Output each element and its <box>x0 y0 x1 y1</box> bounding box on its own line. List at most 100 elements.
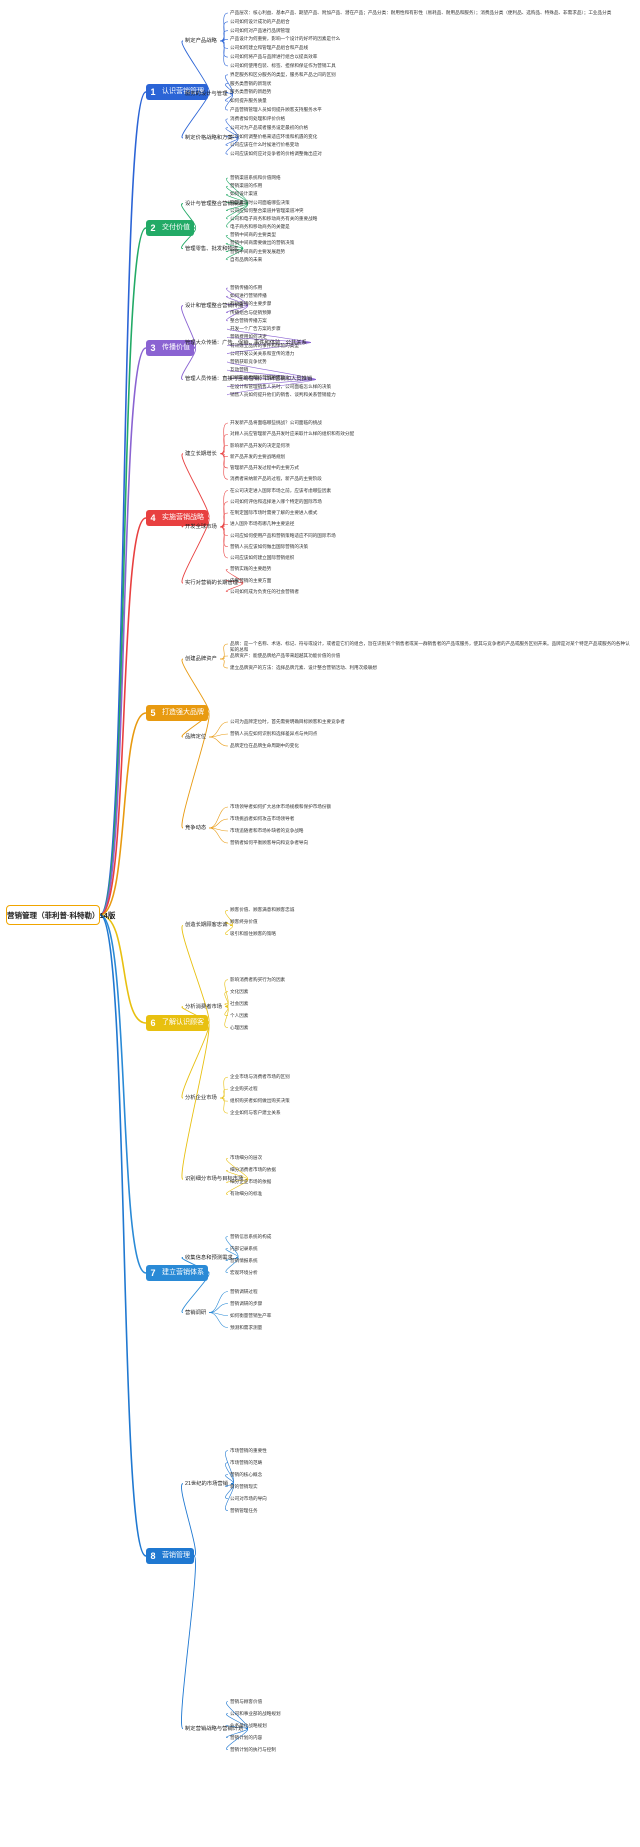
leaf-item[interactable]: 营销的核心概念 <box>230 1471 263 1477</box>
leaf-item[interactable]: 营销实践的主要趋势 <box>230 566 272 572</box>
leaf-item[interactable]: 顾客价值、顾客满意和顾客忠诚 <box>230 907 295 913</box>
leaf-item[interactable]: 公司应该如何建立国际营销组织 <box>230 555 295 560</box>
leaf-item[interactable]: 口碑影响和网络营销的成败 <box>230 375 286 381</box>
leaf-item[interactable]: 在公司决定进入国际市场之前，应该考虑哪些因素 <box>230 487 332 493</box>
leaf-item[interactable]: 公司开发公关关系和宣传的潜力 <box>230 350 295 356</box>
leaf-item[interactable]: 市场挑战者如何攻击市场领导者 <box>230 816 295 821</box>
sub-topic[interactable]: 制定营销战略与营销计划 <box>185 1725 244 1732</box>
leaf-item[interactable]: 营销中间商的主要发展趋势 <box>230 248 286 254</box>
sub-topic[interactable]: 竞争动态 <box>185 825 207 831</box>
sub-topic[interactable]: 制定价格战略和方案 <box>185 134 233 141</box>
leaf-item[interactable]: 如何提升服务质量 <box>230 98 267 104</box>
leaf-item[interactable]: 营销计划的内容 <box>230 1734 263 1740</box>
leaf-item[interactable]: 服务类营销的新现状 <box>230 80 272 86</box>
leaf-item[interactable]: 营销调研的步骤 <box>230 1300 263 1306</box>
sub-topic[interactable]: 管理大众传播：广告、促销、事件和体验、公共关系 <box>185 339 307 346</box>
leaf-item[interactable]: 营销与顾客价值 <box>230 1698 263 1704</box>
leaf-item[interactable]: 传播组合与促销预算 <box>230 309 272 315</box>
leaf-item[interactable]: 营销渠道的作用 <box>230 183 263 189</box>
leaf-item[interactable]: 企业如何与客户建立关系 <box>230 1110 281 1116</box>
leaf-item[interactable]: 内部记录系统 <box>230 1245 258 1251</box>
leaf-item[interactable]: 管理渠道时公司面临哪些决策 <box>230 199 290 205</box>
leaf-item[interactable]: 文化因素 <box>230 988 249 994</box>
leaf-item[interactable]: 心理因素 <box>230 1024 249 1030</box>
sub-topic[interactable]: 21世纪的市场营销 <box>185 1480 228 1487</box>
leaf-item[interactable]: 公司如何成为负责任的社会营销者 <box>230 588 299 594</box>
leaf-item[interactable]: 销售人员如何提升他们的销售、谈判和关系营销能力 <box>230 391 336 397</box>
leaf-item[interactable]: 互动营销 <box>230 367 249 373</box>
leaf-item[interactable]: 公司如何使用包装、标签、担保和保证作为营销工具 <box>230 62 336 68</box>
leaf-item[interactable]: 营销信息系统的构成 <box>230 1233 272 1239</box>
leaf-item[interactable]: 市场营销的重要性 <box>230 1447 267 1453</box>
leaf-item[interactable]: 产品营销管理人员如何提升顾客支持服务水平 <box>230 107 322 113</box>
leaf-item[interactable]: 营销渠道系统和价值网络 <box>230 175 281 180</box>
leaf-item[interactable]: 营销中间商的主要类型 <box>230 232 276 238</box>
leaf-item[interactable]: 顾客终身价值 <box>230 919 258 925</box>
leaf-item[interactable]: 公司应该如何应对竞争者的价格调整做出应对 <box>230 151 322 157</box>
leaf-item[interactable]: 预测和需求测量 <box>230 1324 263 1330</box>
sub-topic[interactable]: 建立长期增长 <box>185 450 217 457</box>
leaf-item[interactable]: 开发一个广告方案的步骤 <box>230 326 281 332</box>
leaf-item[interactable]: 如何进行营销传播 <box>230 293 267 299</box>
sub-topic[interactable]: 管理人员传播：直接与互动营销、口碑营销和人员推销 <box>185 376 313 383</box>
leaf-item[interactable]: 在制定国际市场时需要了解的主要进入模式 <box>230 510 318 515</box>
leaf-item[interactable]: 产品层次：核心利益、基本产品、期望产品、附加产品、潜在产品；产品分类：耐用性和有… <box>230 10 612 15</box>
sub-topic[interactable]: 管理零售、批发和物流 <box>185 245 238 252</box>
sub-topic[interactable]: 设计与管理整合营销渠道 <box>185 200 244 207</box>
leaf-item[interactable]: 如何设计渠道 <box>230 191 258 197</box>
sub-topic[interactable]: 开发全球市场 <box>185 523 217 530</box>
leaf-item[interactable]: 公司如何评估和选择进入哪个特定的国际市场 <box>230 498 322 504</box>
leaf-item[interactable]: 组织购买者如何做出购买决策 <box>230 1098 290 1104</box>
leaf-item[interactable]: 营销情报系统 <box>230 1257 258 1263</box>
leaf-item[interactable]: 品牌：是一个名称、术语、标记、符号或设计，或者是它们的组合，旨在识别某个销售者或… <box>230 641 630 652</box>
leaf-item[interactable]: 营销人员应该如何做出国际营销的决策 <box>230 543 309 549</box>
leaf-item[interactable]: 有效传播的主要步骤 <box>230 301 272 307</box>
sub-topic[interactable]: 营销调研 <box>185 1309 207 1316</box>
leaf-item[interactable]: 电子商务和移动商务的关键是 <box>230 224 290 230</box>
leaf-item[interactable]: 细分企业市场的依据 <box>230 1179 272 1185</box>
leaf-item[interactable]: 对顾人员应管理新产品开发时应采取什么样的组织和有效分配 <box>230 431 355 437</box>
leaf-item[interactable]: 公司应如何使用产品和营销策略适应不同的国际市场 <box>230 532 336 538</box>
leaf-item[interactable]: 社会因素 <box>230 1000 249 1006</box>
leaf-item[interactable]: 公司对为产品或者服务设定最初的价格 <box>230 124 309 130</box>
leaf-item[interactable]: 品牌资产：能使品牌给产品带来超越其功能价值的价值 <box>230 653 341 658</box>
leaf-item[interactable]: 市场追随者和市场补缺者的竞争战略 <box>230 828 304 833</box>
leaf-item[interactable]: 管理新产品开发过程中的主要方式 <box>230 465 299 470</box>
leaf-item[interactable]: 界定服务和区分服务的类型，服务和产品之间的区别 <box>230 71 336 77</box>
leaf-item[interactable]: 营销调研过程 <box>230 1288 258 1294</box>
leaf-item[interactable]: 公司如何对产品进行品牌管理 <box>230 27 290 33</box>
leaf-item[interactable]: 公司如何设计成功的产品组合 <box>230 18 290 24</box>
sub-topic[interactable]: 设计和管理整合营销传播 <box>185 302 244 309</box>
leaf-item[interactable]: 市场营销的范畴 <box>230 1459 263 1465</box>
leaf-item[interactable]: 新产品开发的主要战略规划 <box>230 453 286 459</box>
leaf-item[interactable]: 有效建立品牌的事件和体验的类型 <box>230 342 299 348</box>
leaf-item[interactable]: 自有品牌的未来 <box>230 256 263 262</box>
leaf-item[interactable]: 在设计和管理销售人员时，公司面临怎么样的决策 <box>230 383 332 389</box>
leaf-item[interactable]: 营销中间商需要做出的营销决策 <box>230 240 295 246</box>
leaf-item[interactable]: 企业购买过程 <box>230 1086 258 1092</box>
leaf-item[interactable]: 公司应该在什么时候进行价格变动 <box>230 142 299 148</box>
leaf-item[interactable]: 市场细分的层次 <box>230 1155 263 1161</box>
leaf-item[interactable]: 营销获取竞争优势 <box>230 358 267 364</box>
leaf-item[interactable]: 企业市场与消费者市场的区别 <box>230 1074 290 1080</box>
leaf-item[interactable]: 影响新产品开发的决定是何项 <box>230 442 290 448</box>
leaf-item[interactable]: 个人因素 <box>230 1012 249 1018</box>
root-node[interactable]: 营销管理（菲利普·科特勒）14版 <box>6 905 115 925</box>
leaf-item[interactable]: 消费者采纳新产品的过程，新产品的主要阶段 <box>230 476 322 482</box>
leaf-item[interactable]: 开发新产品将面临哪些挑战？公司面临的挑战 <box>230 420 322 425</box>
leaf-item[interactable]: 吸引和留住顾客的策略 <box>230 931 276 937</box>
leaf-item[interactable]: 细分消费者市场的依据 <box>230 1167 276 1173</box>
leaf-item[interactable]: 营销计划的执行与控制 <box>230 1746 276 1752</box>
leaf-item[interactable]: 内部营销的主要方面 <box>230 577 272 583</box>
sub-topic[interactable]: 创造长期顾客忠诚 <box>185 922 228 929</box>
leaf-item[interactable]: 品牌定位在品牌生命周期中的变化 <box>230 743 299 748</box>
sub-topic[interactable]: 分析企业市场 <box>185 1095 217 1102</box>
leaf-item[interactable]: 公司应如何整合渠道并管理渠道冲突 <box>230 207 304 213</box>
leaf-item[interactable]: 业务单位战略规划 <box>230 1722 267 1728</box>
leaf-item[interactable]: 新的营销现实 <box>230 1483 258 1489</box>
